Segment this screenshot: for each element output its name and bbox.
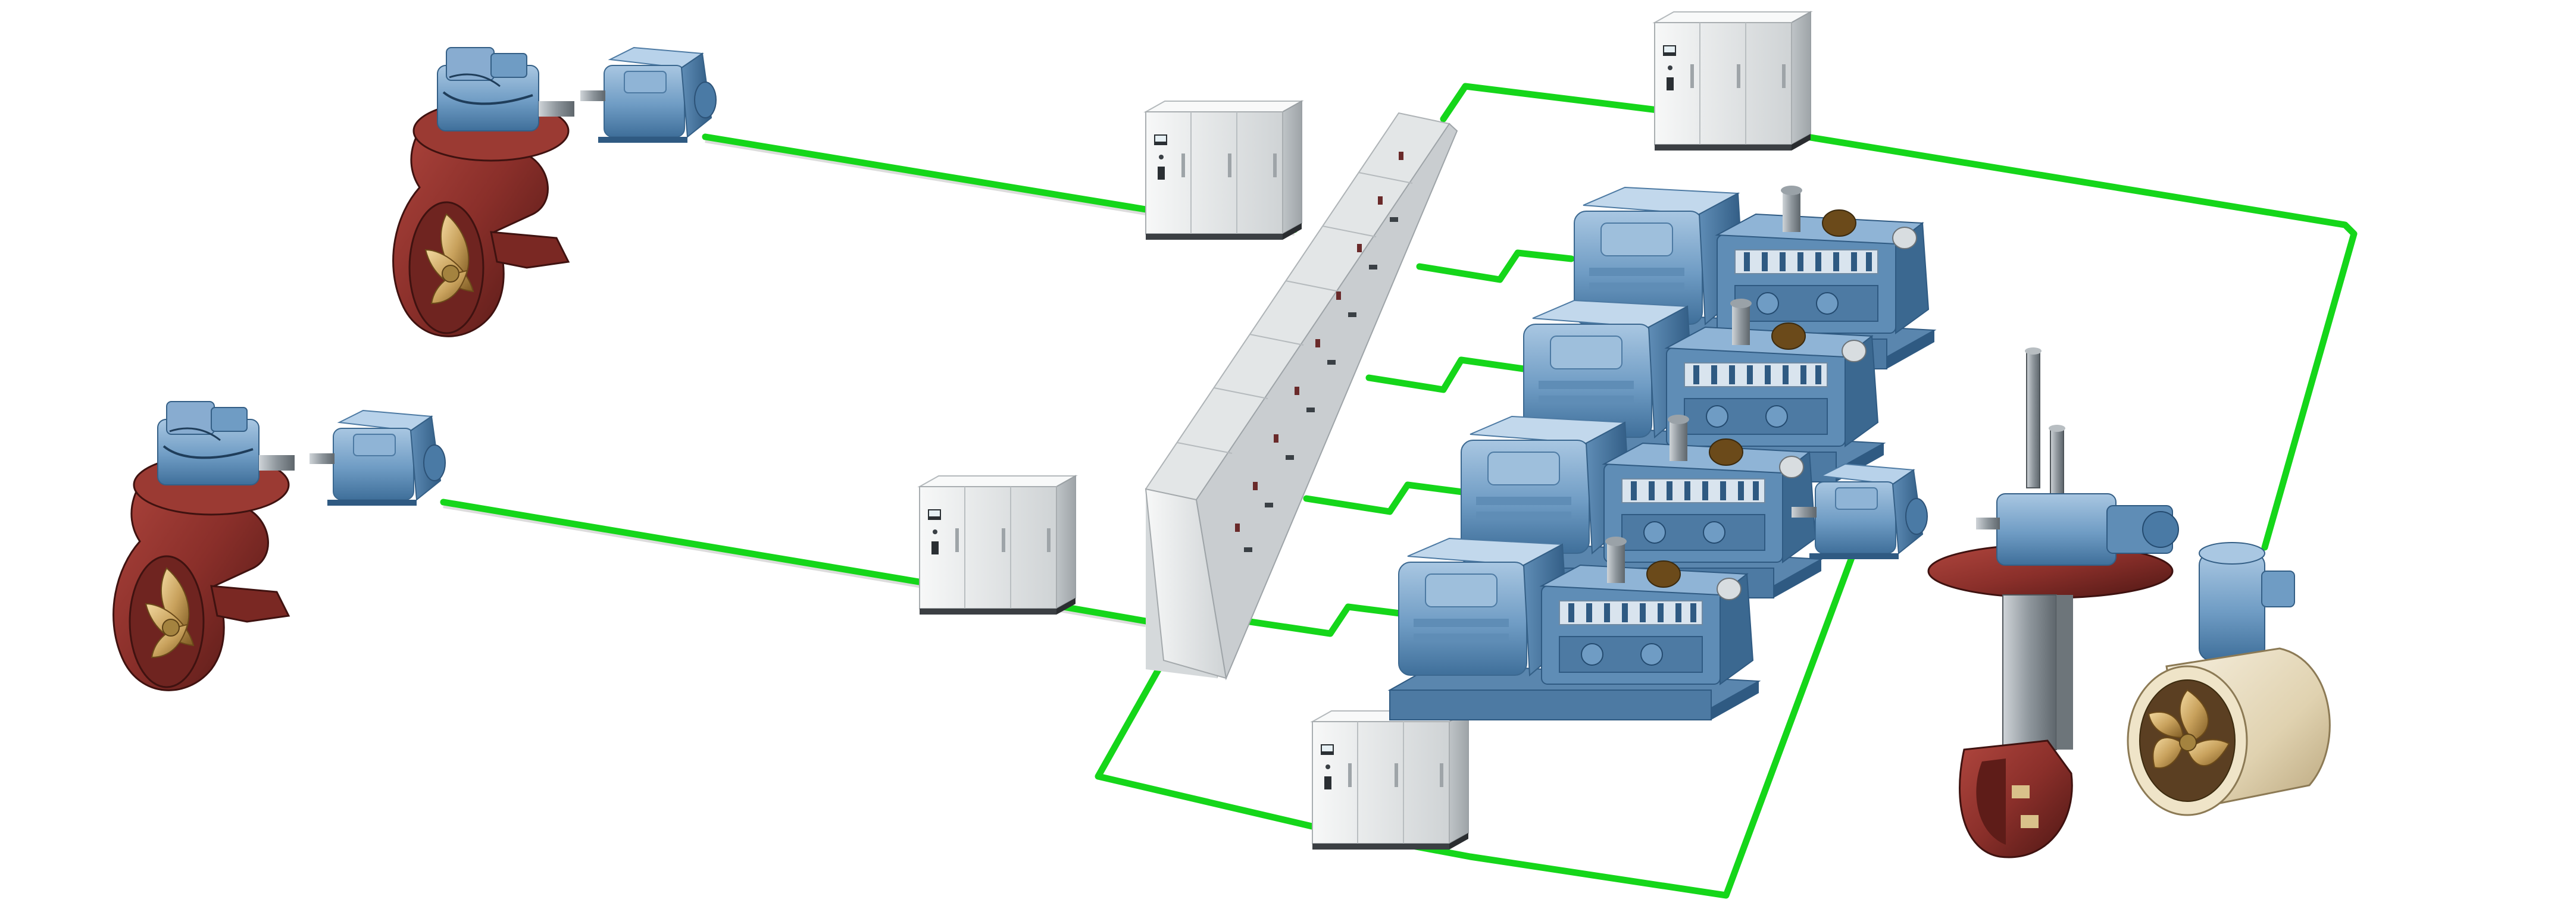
cable-genset-4 [1246,603,1408,637]
electric-motor-icon [309,410,446,506]
electric-motor-icon [580,47,717,143]
frequency-converter-cabinet-icon [1654,11,1811,151]
cable-genset-1 [1416,249,1575,283]
retractable-azimuth-thruster-icon [1927,347,2179,858]
cable-genset-3 [1303,481,1471,515]
cable-genset-2 [1365,356,1527,393]
frequency-converter-cabinet-icon [919,475,1076,615]
azimuth-pod-thruster-icon [392,46,576,338]
frequency-converter-cabinet-icon [1312,710,1469,850]
frequency-converter-cabinet-icon [1145,101,1302,240]
main-switchboard-icon [1145,112,1458,681]
azimuth-pod-thruster-icon [112,400,296,692]
tunnel-thruster-icon [2127,542,2331,816]
